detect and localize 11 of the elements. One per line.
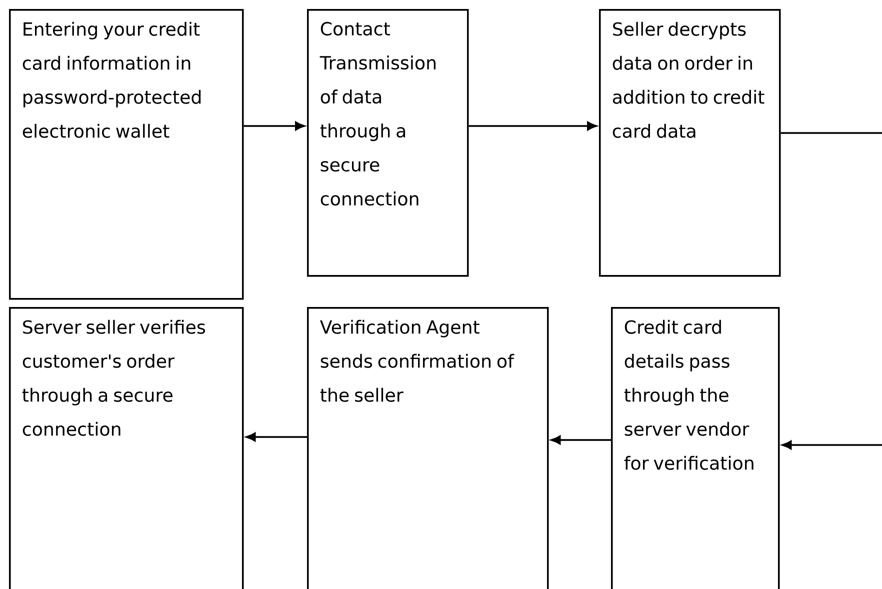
arrow [780, 132, 882, 450]
process-box: Verification Agent sends confirmation of the seller [307, 307, 549, 589]
process-box: Credit card details pass through the server vendor for verification [611, 307, 780, 589]
process-box: Seller decrypts data on order in addition to credit card data [599, 9, 781, 277]
arrow [550, 435, 611, 445]
arrow [246, 432, 307, 442]
arrow [244, 121, 305, 131]
process-box: Entering your credit card information in password-protected electronic wallet [9, 9, 244, 300]
process-box: Contact Transmission of data through a secure connection [307, 9, 469, 277]
arrow [468, 121, 597, 131]
process-box: Server seller verifies customer's order through a secure connection [9, 307, 244, 589]
